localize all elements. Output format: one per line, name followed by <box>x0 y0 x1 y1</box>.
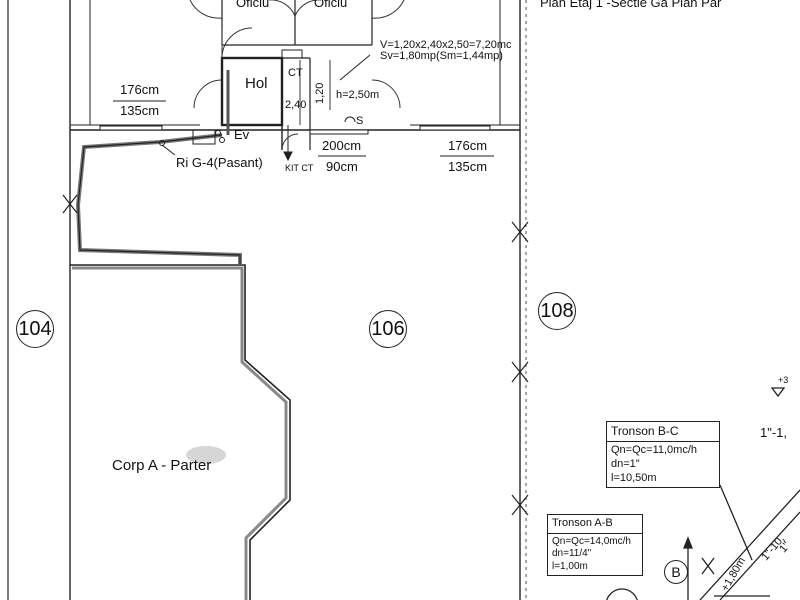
valve-1 <box>215 130 221 136</box>
window-mid <box>309 129 369 135</box>
level-mark <box>770 387 786 398</box>
window-left <box>99 125 163 131</box>
height-label: h=2,50m <box>336 89 380 101</box>
cross-marks <box>62 194 529 516</box>
node-b-badge: B <box>664 560 688 584</box>
door-arc-ct <box>281 133 299 151</box>
riser-from-box <box>719 484 753 561</box>
sheet-title: Plan Etaj 1 -Sectie Ga Plan Par <box>540 0 722 10</box>
office-label-left: Oficiu <box>236 0 270 10</box>
corp-a-outline <box>70 264 291 600</box>
tronson-ab-q: Qn=Qc=14,0mc/h <box>552 535 631 547</box>
cross-mark-1 <box>62 194 78 214</box>
tronson-bc-q: Qn=Qc=11,0mc/h <box>611 444 698 456</box>
riser-diag <box>699 489 800 600</box>
window-mid-height: 90cm <box>326 159 358 174</box>
window-mid-width: 200cm <box>322 138 362 153</box>
riser-schematic <box>606 387 800 600</box>
node-bottom-circle <box>606 588 638 600</box>
ri-label: Ri G-4(Pasant) <box>176 155 263 170</box>
cross-mark-2 <box>511 221 529 243</box>
tronson-ab-dn: dn=11/4" <box>552 548 592 560</box>
sv-label: Sv=1,80mp(Sm=1,44mp) <box>380 50 503 62</box>
tronson-bc-l: l=10,50m <box>611 471 657 484</box>
office-label-right: Oficiu <box>314 0 348 10</box>
tronson-bc-title: Tronson B-C <box>607 422 719 442</box>
tronson-ab-l: l=1,00m <box>552 560 588 572</box>
riser-cross <box>701 557 715 575</box>
corp-a-label: Corp A - Parter <box>112 457 212 474</box>
s-mark-label: S <box>356 115 364 127</box>
tronson-bc-box: Tronson B-C Qn=Qc=11,0mc/h dn=1" l=10,50… <box>606 421 720 489</box>
door-swings <box>189 0 405 151</box>
dim-240-label: 2,40 <box>285 99 307 111</box>
ct-label: CT <box>288 67 303 79</box>
kit-ct-label: KIT CT <box>285 163 314 173</box>
level-label: +3 <box>778 375 789 385</box>
room-104-badge: 104 <box>16 310 54 348</box>
dimension-lines <box>113 60 494 157</box>
tronson-ab-title: Tronson A-B <box>548 515 642 534</box>
gas-equipment <box>159 49 371 156</box>
door-arc-right-office <box>371 0 405 19</box>
riser-arrow <box>683 536 693 549</box>
room-108-badge: 108 <box>538 292 576 330</box>
ev-label: Ev <box>234 127 250 142</box>
window-right-width: 176cm <box>448 138 488 153</box>
room-106-badge: 106 <box>369 310 407 348</box>
hol-label: Hol <box>245 75 268 92</box>
tronson-bc-dn: dn=1" <box>611 457 640 470</box>
window-right <box>419 125 491 131</box>
s-mark <box>344 116 356 123</box>
door-arc-hol-left <box>193 79 223 109</box>
arrows <box>283 125 293 162</box>
ct-box <box>281 49 303 59</box>
door-arc-left-office <box>189 0 223 19</box>
volume-label: V=1,20x2,40x2,50=7,20mc <box>380 39 512 51</box>
dim-120-label: 1,20 <box>314 82 326 104</box>
stain <box>186 446 226 464</box>
cross-mark-4 <box>511 494 529 516</box>
smudge <box>186 446 226 464</box>
door-arc-office-mid2 <box>269 0 296 17</box>
door-arc-hol-right <box>371 79 401 109</box>
window-left-width: 176cm <box>120 82 160 97</box>
pipe-right-label: 1"-1, <box>760 425 788 440</box>
leader-ri <box>161 144 176 156</box>
door-arc-hol <box>221 27 253 59</box>
leader-volume <box>339 54 371 81</box>
cross-mark-3 <box>511 361 529 383</box>
kit-arrow-head <box>283 151 293 162</box>
window-left-height: 135cm <box>120 103 160 118</box>
valve-2 <box>219 137 225 143</box>
riser-diag-2 <box>719 511 800 600</box>
windows <box>99 125 491 135</box>
tronson-ab-box: Tronson A-B Qn=Qc=14,0mc/h dn=11/4" l=1,… <box>547 514 643 577</box>
meter-box <box>192 129 216 145</box>
window-right-height: 135cm <box>448 159 488 174</box>
door-arc-office-mid <box>294 0 321 17</box>
corp-a-outline-shadow <box>72 266 288 600</box>
